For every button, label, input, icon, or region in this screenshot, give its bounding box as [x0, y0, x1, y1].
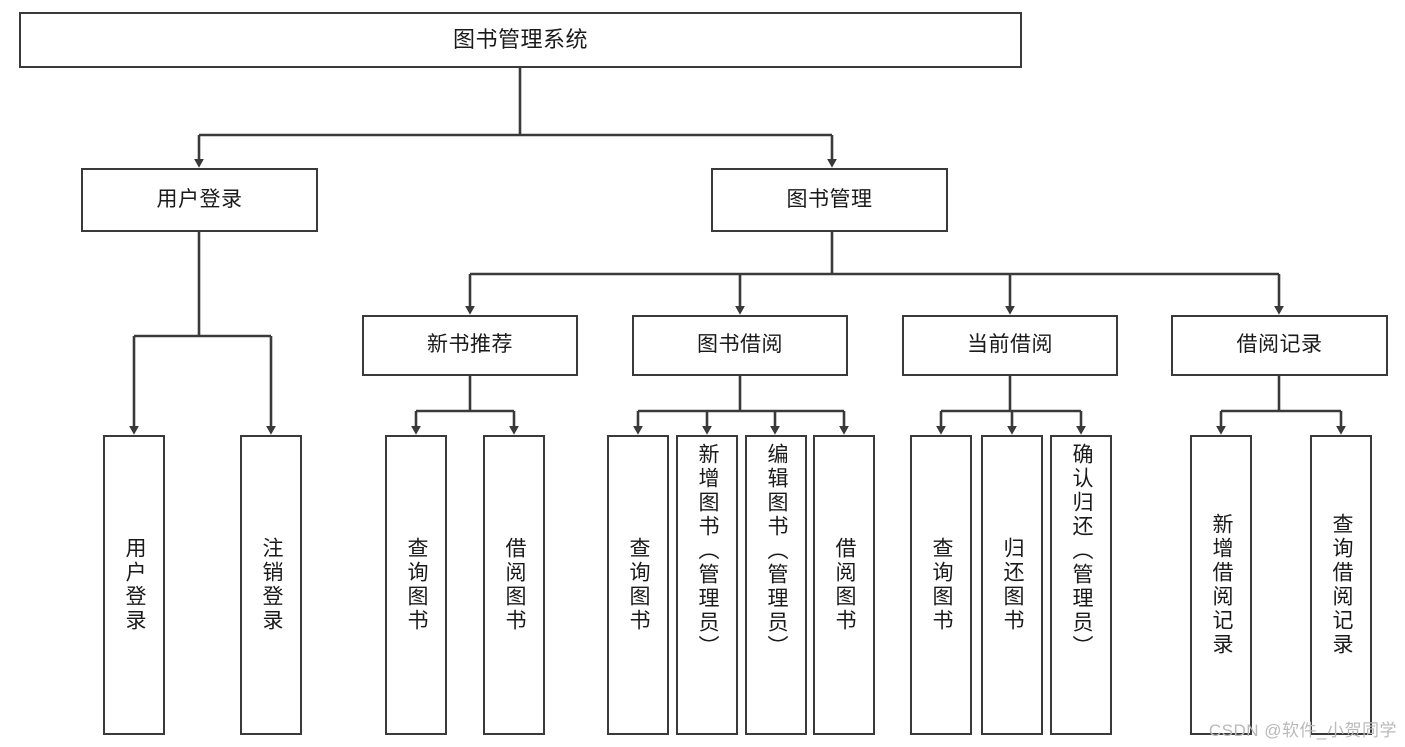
- node-borrow-record[interactable]: 借阅记录: [1171, 315, 1388, 376]
- leaf-book-borrow-edit[interactable]: 编辑图书（管理员）: [745, 435, 807, 735]
- node-book-management[interactable]: 图书管理: [711, 168, 948, 232]
- leaf-current-borrow-return[interactable]: 归还图书: [981, 435, 1043, 735]
- node-label: 查询图书: [405, 537, 429, 633]
- leaf-current-borrow-query[interactable]: 查询图书: [910, 435, 972, 735]
- node-new-book-recommend[interactable]: 新书推荐: [362, 315, 578, 376]
- leaf-borrow-record-add[interactable]: 新增借阅记录: [1190, 435, 1252, 735]
- node-user-login[interactable]: 用户登录: [81, 168, 318, 232]
- node-label: 新书推荐: [427, 333, 513, 357]
- leaf-book-borrow-query[interactable]: 查询图书: [607, 435, 669, 735]
- leaf-user-login-login[interactable]: 用户登录: [103, 435, 165, 735]
- node-label: 新增图书（管理员）: [696, 443, 720, 659]
- node-label: 查询图书: [930, 537, 954, 633]
- node-label: 图书管理系统: [452, 27, 588, 53]
- node-label: 注销登录: [260, 537, 284, 633]
- node-current-borrow[interactable]: 当前借阅: [902, 315, 1118, 376]
- node-label: 确认归还（管理员）: [1070, 443, 1094, 659]
- leaf-new-book-query[interactable]: 查询图书: [385, 435, 447, 735]
- node-label: 查询借阅记录: [1330, 513, 1354, 657]
- node-label: 借阅图书: [503, 537, 527, 633]
- node-label: 归还图书: [1001, 537, 1025, 633]
- leaf-current-borrow-confirm-return[interactable]: 确认归还（管理员）: [1050, 435, 1112, 735]
- node-label: 新增借阅记录: [1210, 513, 1234, 657]
- node-label: 借阅记录: [1236, 333, 1323, 357]
- leaf-user-login-logout[interactable]: 注销登录: [240, 435, 302, 735]
- node-label: 当前借阅: [967, 333, 1053, 357]
- watermark: CSDN @软件_小贺同学: [1208, 721, 1397, 740]
- leaf-borrow-record-query[interactable]: 查询借阅记录: [1310, 435, 1372, 735]
- node-label: 用户登录: [156, 187, 243, 211]
- node-label: 用户登录: [123, 537, 147, 633]
- node-label: 借阅图书: [833, 537, 857, 633]
- node-label: 图书管理: [786, 187, 873, 211]
- node-root-system[interactable]: 图书管理系统: [19, 12, 1022, 68]
- leaf-book-borrow-borrow[interactable]: 借阅图书: [813, 435, 875, 735]
- node-label: 图书借阅: [697, 333, 783, 357]
- node-label: 查询图书: [627, 537, 651, 633]
- leaf-new-book-borrow[interactable]: 借阅图书: [483, 435, 545, 735]
- node-book-borrow[interactable]: 图书借阅: [632, 315, 848, 376]
- node-label: 编辑图书（管理员）: [765, 443, 789, 659]
- leaf-book-borrow-add[interactable]: 新增图书（管理员）: [676, 435, 738, 735]
